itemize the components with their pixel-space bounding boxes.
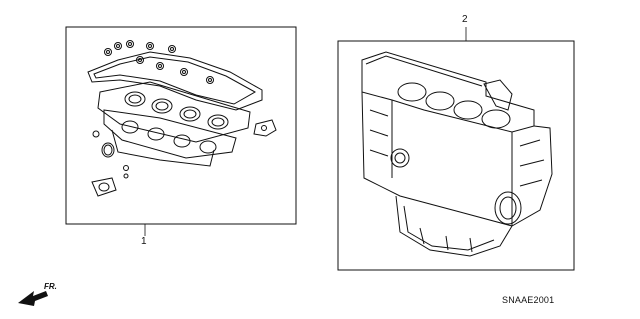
block-kit-illustration[interactable] [361, 51, 553, 257]
gasket-kit-box [65, 26, 297, 236]
gasket-kit-illustration[interactable] [87, 40, 277, 197]
block-kit-box [337, 27, 575, 271]
direction-label: FR. [44, 282, 57, 291]
callout-part-2[interactable]: 2 [462, 14, 468, 25]
front-direction-arrow [18, 291, 48, 306]
diagram-code: SNAAE2001 [502, 295, 555, 305]
callout-part-1[interactable]: 1 [141, 236, 147, 247]
